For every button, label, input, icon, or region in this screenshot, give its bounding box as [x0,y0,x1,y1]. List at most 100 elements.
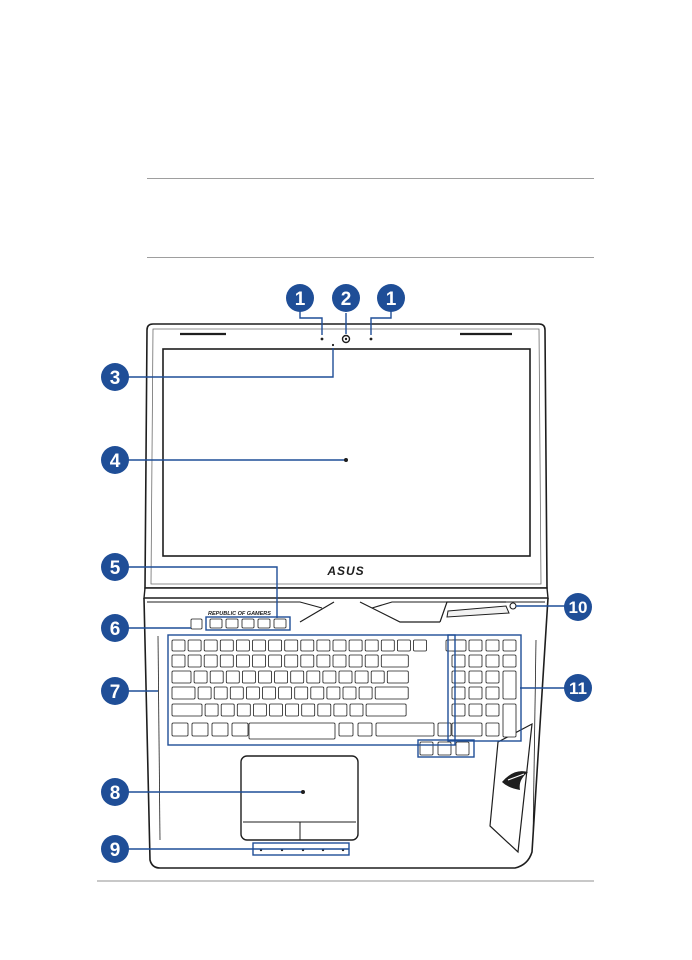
keyboard-key [258,670,272,684]
hinge [143,587,549,609]
callout-number: 4 [110,451,121,472]
keyboard-key [365,703,407,717]
keyboard-key [451,670,466,684]
callout-1-left: 1 [286,284,314,312]
keyboard-key [301,703,316,717]
keyboard-key [213,686,228,700]
keyboard-key [231,722,249,737]
callout-number: 5 [110,558,121,579]
keyboard-key [338,722,354,737]
keyboard-key [485,686,500,700]
indicators-box [252,842,350,856]
keyboard-key [252,654,266,668]
keyboard-key [171,686,196,700]
keyboard-key [171,722,189,737]
callout-number: 1 [295,289,306,310]
keyboard-key [342,686,357,700]
arrow-keys-box [417,739,475,758]
callout-number: 8 [110,783,121,804]
keyboard-key [294,686,309,700]
keyboard-key [262,686,276,700]
keyboard-key [310,686,325,700]
keyboard-key [338,670,353,684]
display-lid: ASUS [144,323,548,589]
keyboard-key [374,686,409,700]
laptop-base [143,597,549,869]
hotkey [209,618,223,629]
keyboard-key [300,639,315,652]
keyboard-key [235,639,250,652]
keyboard-key [468,639,483,652]
keyboard-key [485,722,500,737]
keyboard-key [370,670,385,684]
camera-indicator [331,343,335,347]
keyboard-key [485,654,500,668]
keyboard-key [187,639,202,652]
keyboard-key [268,639,283,652]
keyboard-key [171,639,186,652]
keyboard-key [364,654,379,668]
keyboard-key [348,654,363,668]
keyboard-key [236,703,251,717]
rog-key [445,639,467,652]
callout-7: 7 [101,677,129,705]
keyboard-key [203,639,218,652]
keyboard-key [204,703,219,717]
keyboard-key [171,654,186,668]
keyboard-key [358,686,373,700]
callout-10: 10 [564,593,592,621]
keyboard-key [502,703,517,738]
keyboard-key [274,670,289,684]
callout-number: 1 [386,289,397,310]
keyboard-key [349,703,364,717]
keyboard-key [245,686,260,700]
keyboard-key [333,703,348,717]
callout-number: 9 [110,840,121,861]
rog-eye-logo [502,771,528,790]
keyboard-key [252,639,266,652]
callout-5: 5 [101,553,129,581]
keyboard-key [502,670,517,700]
keyboard-key [268,654,283,668]
keyboard-key [396,639,411,652]
keyboard [171,618,517,756]
keyboard-key [284,654,299,668]
keyboard-key [229,686,244,700]
numpad-box [447,634,522,742]
keyboard-key [171,703,203,717]
keyboard-key [468,686,483,700]
footer-rule [97,880,594,882]
microphone-right [369,337,373,341]
keyboard-key [332,639,347,652]
keyboard-key [357,722,373,737]
asus-logo: ASUS [326,564,364,578]
keyboard-key [386,670,409,684]
microphone-left [320,337,324,341]
callout-8: 8 [101,778,129,806]
callout-number: 7 [110,682,121,703]
keyboard-key [485,670,500,684]
keyboard-key [241,670,256,684]
keyboard-key [219,639,234,652]
middle-rule [147,257,594,258]
keyboard-key [191,722,209,737]
keyboard-key [380,639,395,652]
keyboard-key [284,639,299,652]
callout-11: 11 [564,674,592,702]
keyboard-key [203,654,218,668]
callout-3: 3 [101,363,129,391]
keyboard-key [354,670,369,684]
keyboard-key [451,654,466,668]
keyboard-key [468,703,483,717]
republic-of-gamers-text: REPUBLIC OF GAMERS [208,611,271,617]
top-rule [147,178,594,179]
callout-9: 9 [101,835,129,863]
keyboard-key [290,670,305,684]
rog-emblem-panel [489,722,533,854]
callout-number: 11 [569,679,587,698]
keyboard-key [485,639,500,652]
keyboard-key [197,686,212,700]
keyboard-key [502,654,517,668]
display-panel [162,348,531,557]
keyboard-key [468,654,483,668]
